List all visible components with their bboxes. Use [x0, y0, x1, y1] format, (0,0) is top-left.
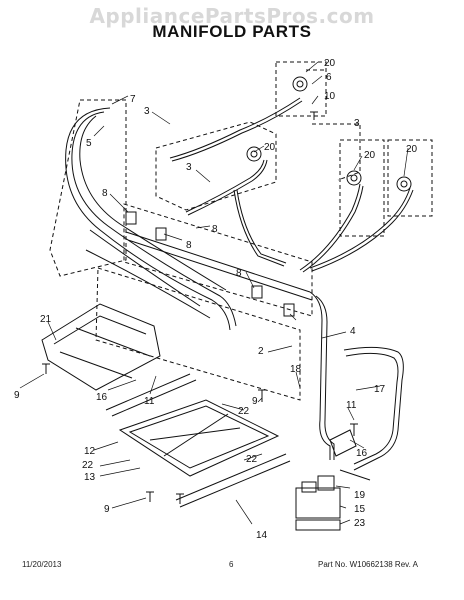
callout-21: 21 [40, 314, 52, 325]
screws [42, 111, 358, 504]
callout-9: 9 [14, 390, 20, 401]
callout-16: 16 [356, 448, 368, 459]
footer-part-number: Part No. W10662138 Rev. A [318, 560, 418, 569]
callout-3: 3 [354, 118, 360, 129]
callout-19: 19 [354, 490, 366, 501]
callout-2: 2 [258, 346, 264, 357]
callout-10: 10 [324, 91, 336, 102]
callout-20: 20 [264, 142, 276, 153]
callout-8: 8 [212, 224, 218, 235]
callout-7: 7 [130, 94, 136, 105]
valve-regulator [295, 346, 404, 531]
gas-tubes [169, 97, 414, 273]
burner-valves [246, 76, 412, 192]
callout-22: 22 [238, 406, 250, 417]
callout-20: 20 [406, 144, 418, 155]
footer-page-number: 6 [229, 560, 234, 569]
igniter-wire-harness [65, 107, 237, 331]
callout-8: 8 [102, 188, 108, 199]
callout-20: 20 [324, 58, 336, 69]
dashed-assembly-frames [49, 61, 433, 401]
page-title: MANIFOLD PARTS [152, 22, 312, 41]
callout-9: 9 [252, 396, 258, 407]
callout-22: 22 [246, 454, 258, 465]
callout-15: 15 [354, 504, 366, 515]
callout-3: 3 [144, 106, 150, 117]
orifice-holders [125, 211, 295, 317]
manifold-pipe [125, 231, 335, 460]
watermark: AppliancePartsPros.com [89, 4, 375, 28]
callout-18: 18 [290, 364, 302, 375]
callout-8: 8 [236, 268, 242, 279]
callout-22: 22 [82, 460, 94, 471]
callout-11: 11 [346, 400, 357, 411]
callout-3: 3 [186, 162, 192, 173]
callout-12: 12 [84, 446, 96, 457]
burner-cover-plate [41, 303, 161, 391]
callout-5: 5 [86, 138, 92, 149]
callout-8: 8 [186, 240, 192, 251]
footer-date: 11/20/2013 [22, 560, 62, 569]
callout-14: 14 [256, 530, 268, 541]
callout-9: 9 [104, 504, 110, 515]
callout-23: 23 [354, 518, 366, 529]
leader-lines [19, 61, 409, 525]
callout-11: 11 [144, 396, 155, 407]
callout-20: 20 [364, 150, 376, 161]
callout-6: 6 [326, 72, 332, 83]
callout-13: 13 [84, 472, 96, 483]
callout-4: 4 [350, 326, 356, 337]
callout-16: 16 [96, 392, 108, 403]
callout-17: 17 [374, 384, 386, 395]
burner-base-frame [105, 373, 291, 508]
